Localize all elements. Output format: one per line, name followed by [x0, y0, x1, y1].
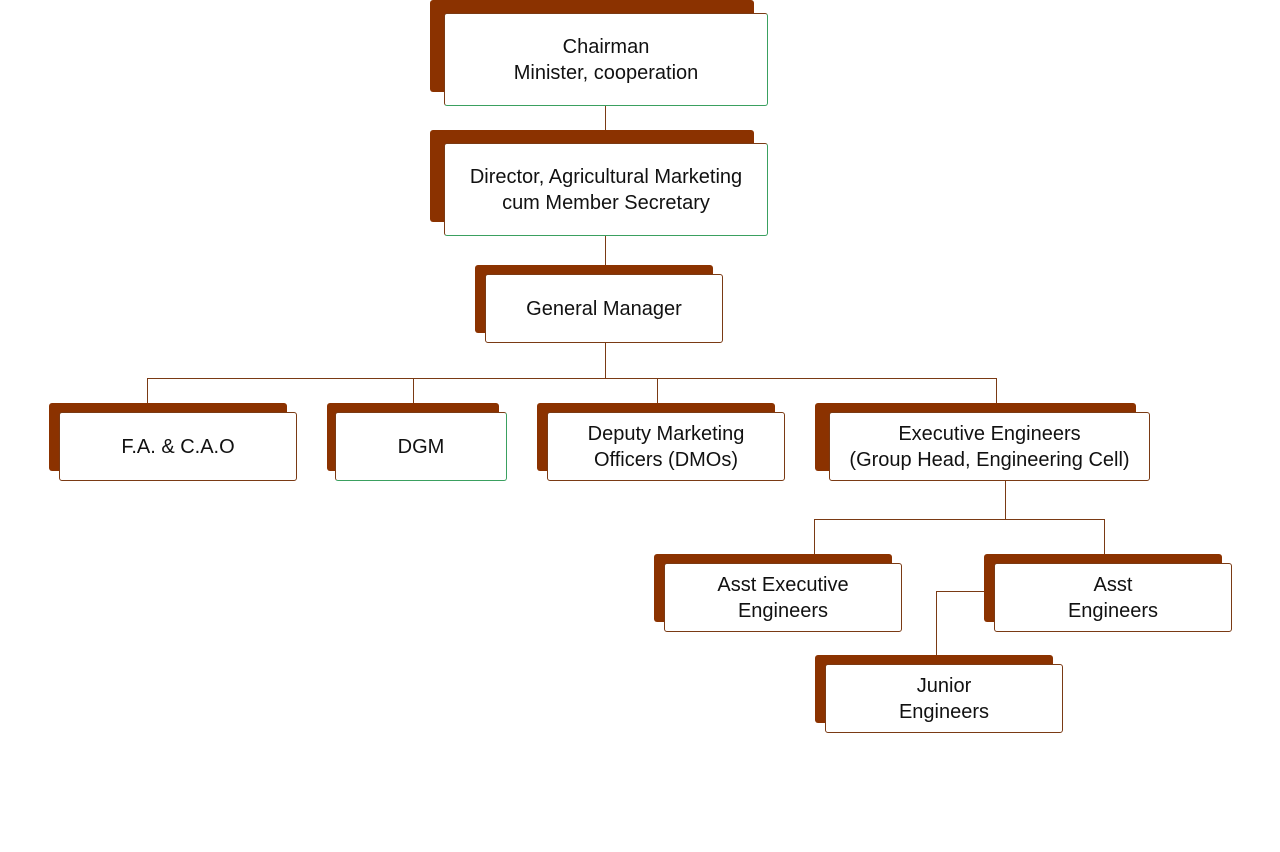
node-box: Asst Engineers: [994, 563, 1232, 632]
node-chairman: Chairman Minister, cooperation: [430, 0, 768, 106]
node-general-manager: General Manager: [475, 265, 723, 343]
connector-gm-bus: [605, 342, 606, 378]
node-box: Deputy Marketing Officers (DMOs): [547, 412, 785, 481]
node-general-manager-line1: General Manager: [526, 297, 682, 320]
node-junior-engineers-line2: Engineers: [898, 700, 990, 723]
node-executive-engineers-line2: (Group Head, Engineering Cell): [849, 448, 1130, 471]
connector-bus-dgm: [413, 378, 414, 404]
node-asst-engineers: Asst Engineers: [984, 554, 1232, 632]
connector-bus-ee: [996, 378, 997, 404]
connector-ee-bus: [1005, 480, 1006, 519]
node-box: Chairman Minister, cooperation: [444, 13, 768, 106]
node-box: F.A. & C.A.O: [59, 412, 297, 481]
node-asst-engineers-line1: Asst: [1093, 573, 1133, 596]
node-director-line1: Director, Agricultural Marketing: [469, 165, 743, 188]
connector-director-gm: [605, 235, 606, 275]
node-dmo-line2: Officers (DMOs): [593, 448, 739, 471]
node-executive-engineers-line1: Executive Engineers: [898, 422, 1081, 445]
node-box: Executive Engineers (Group Head, Enginee…: [829, 412, 1150, 481]
node-asst-executive-engineers: Asst Executive Engineers: [654, 554, 902, 632]
connector-ae-je-horizontal: [936, 591, 985, 592]
node-junior-engineers-line1: Junior: [916, 674, 972, 697]
connector-bus-fa: [147, 378, 148, 404]
connector-chairman-director: [605, 105, 606, 144]
connector-level4-bus: [814, 519, 1105, 520]
node-fa-cao: F.A. & C.A.O: [49, 403, 297, 481]
connector-bus-aee: [814, 519, 815, 555]
node-asst-engineers-line2: Engineers: [1067, 599, 1159, 622]
node-dmo-line1: Deputy Marketing: [587, 422, 745, 445]
node-junior-engineers: Junior Engineers: [815, 655, 1063, 733]
node-dmo: Deputy Marketing Officers (DMOs): [537, 403, 785, 481]
node-chairman-line1: Chairman: [562, 35, 650, 58]
node-asst-executive-engineers-line1: Asst Executive: [717, 573, 849, 596]
connector-bus-ae: [1104, 519, 1105, 555]
node-box: Director, Agricultural Marketing cum Mem…: [444, 143, 768, 236]
connector-level3-bus: [147, 378, 997, 379]
node-asst-executive-engineers-line2: Engineers: [737, 599, 829, 622]
node-director: Director, Agricultural Marketing cum Mem…: [430, 130, 768, 236]
node-box: Asst Executive Engineers: [664, 563, 902, 632]
connector-bus-dmo: [657, 378, 658, 412]
node-box: Junior Engineers: [825, 664, 1063, 733]
node-box: DGM: [335, 412, 507, 481]
node-box: General Manager: [485, 274, 723, 343]
node-dgm-line1: DGM: [397, 435, 445, 458]
node-chairman-line2: Minister, cooperation: [513, 61, 699, 84]
connector-ae-je-vertical: [936, 591, 937, 656]
node-dgm: DGM: [327, 403, 507, 481]
node-executive-engineers: Executive Engineers (Group Head, Enginee…: [815, 403, 1150, 481]
node-director-line2: cum Member Secretary: [502, 191, 710, 214]
node-fa-cao-line1: F.A. & C.A.O: [121, 435, 235, 458]
